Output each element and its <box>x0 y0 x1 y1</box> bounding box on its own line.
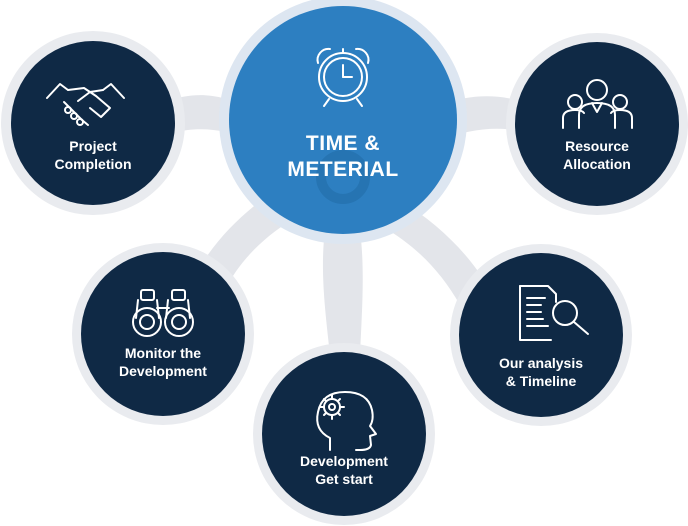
center-fill <box>229 6 457 234</box>
label-line2: & Timeline <box>505 372 577 389</box>
alarm-clock-icon <box>316 47 370 107</box>
center-watermark <box>316 150 370 204</box>
label-line2: Development <box>119 362 207 379</box>
label-our-analysis: Our analysis & Timeline <box>471 355 611 390</box>
gear-head-icon <box>316 391 377 451</box>
label-project-completion: Project Completion <box>23 138 163 173</box>
label-line1: Monitor the <box>124 345 202 361</box>
label-line2: Get start <box>315 470 373 487</box>
handshake-icon <box>46 83 125 126</box>
label-line1: Our analysis <box>498 355 584 371</box>
label-line1: Resource <box>565 138 629 154</box>
node-development-get-start <box>262 352 426 516</box>
label-line1: Project <box>69 138 117 154</box>
document-search-icon <box>519 285 589 341</box>
label-line2: Completion <box>54 155 132 172</box>
connector-development-get-start <box>322 230 363 355</box>
node-our-analysis <box>459 253 623 417</box>
node-project-completion <box>11 41 175 205</box>
center-node <box>219 0 467 244</box>
label-line2: Allocation <box>563 155 631 172</box>
node-fills <box>11 41 679 516</box>
label-line1: Development <box>300 453 388 469</box>
team-icon <box>562 79 633 129</box>
node-resource-allocation <box>515 42 679 206</box>
binoculars-icon <box>132 289 194 337</box>
center-title: TIME & METERIAL <box>253 131 433 184</box>
center-title-line1: TIME & <box>305 132 381 155</box>
label-resource-allocation: Resource Allocation <box>527 138 667 173</box>
label-development-get-start: Development Get start <box>274 453 414 488</box>
label-monitor-development: Monitor the Development <box>93 345 233 380</box>
center-title-line2: METERIAL <box>287 158 399 182</box>
node-monitor-development <box>81 252 245 416</box>
connector-our-analysis <box>380 200 490 305</box>
